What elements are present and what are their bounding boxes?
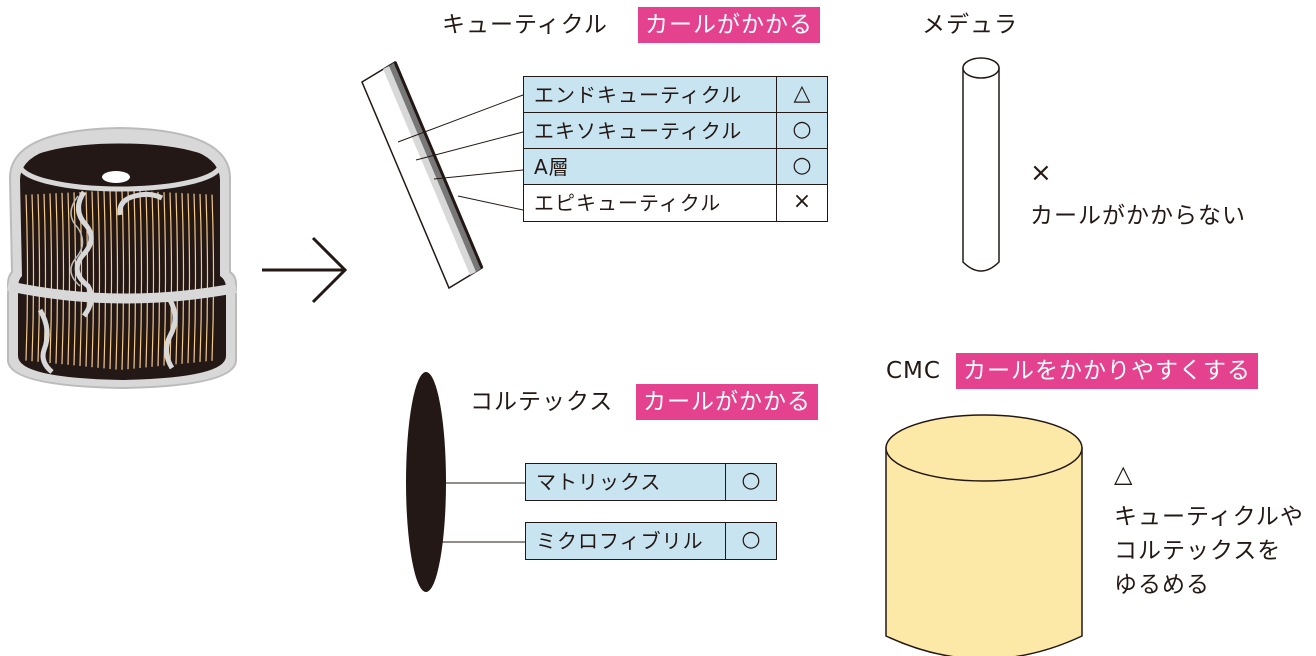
cuticle-curl-tag: カールがかかる	[638, 7, 820, 43]
cmc-note-line-2: コルテックスを	[1114, 538, 1282, 564]
cuticle-row-mark: ○	[776, 113, 827, 148]
table-row: ミクロフィブリル ○	[526, 523, 776, 559]
cortex-title: コルテックス	[470, 389, 614, 415]
table-row: エピキューティクル ×	[524, 185, 827, 221]
cuticle-row-mark: △	[776, 77, 827, 112]
cuticle-row-name: A層	[534, 155, 570, 179]
cuticle-row-mark: ×	[776, 185, 827, 221]
table-row: エキソキューティクル ○	[524, 113, 827, 149]
cmc-title: CMC	[886, 358, 941, 384]
table-row: A層 ○	[524, 149, 827, 185]
cortex-curl-tag: カールがかかる	[636, 384, 818, 420]
cortex-fiber-shape	[406, 372, 525, 592]
cmc-mark: △	[1114, 460, 1133, 488]
cuticle-layer-table: エンドキューティクル △ エキソキューティクル ○ A層 ○ エピキューティクル…	[523, 76, 828, 222]
medulla-mark: ×	[1030, 158, 1052, 188]
cuticle-row-name: エンドキューティクル	[534, 83, 743, 107]
cortex-matrix-table: マトリックス ○	[525, 463, 777, 501]
cmc-cylinder	[885, 414, 1083, 656]
cortex-row-mark: ○	[725, 464, 776, 500]
table-row: マトリックス ○	[526, 464, 776, 500]
arrow-icon	[262, 236, 348, 304]
cuticle-row-name: エキソキューティクル	[534, 119, 743, 143]
medulla-note: カールがかからない	[1030, 203, 1246, 229]
cortex-microfibril-table: ミクロフィブリル ○	[525, 522, 777, 560]
hair-cross-section-illustration	[6, 126, 237, 390]
cortex-row-mark: ○	[725, 523, 776, 559]
cuticle-title: キューティクル	[442, 12, 608, 38]
cuticle-row-name: エピキューティクル	[534, 191, 722, 215]
cortex-row-name: ミクロフィブリル	[536, 529, 704, 553]
cuticle-row-mark: ○	[776, 149, 827, 184]
cmc-note-line-1: キューティクルや	[1114, 504, 1304, 530]
cmc-curl-tag: カールをかかりやすくする	[956, 353, 1258, 389]
cmc-note-line-3: ゆるめる	[1114, 572, 1210, 598]
cuticle-layer-strip	[361, 60, 524, 290]
cortex-row-name: マトリックス	[536, 470, 662, 494]
medulla-cylinder	[962, 57, 1000, 272]
table-row: エンドキューティクル △	[524, 77, 827, 113]
medulla-title: メデュラ	[922, 12, 1018, 38]
